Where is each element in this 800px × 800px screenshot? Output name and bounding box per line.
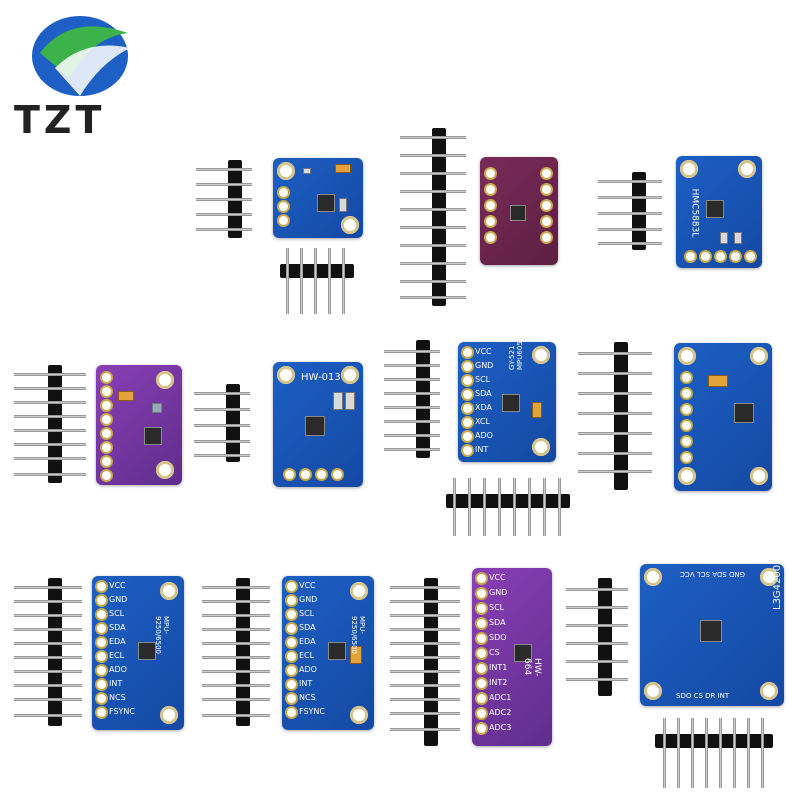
pin-label: SCL (489, 603, 505, 612)
board-label: HW-664 (522, 658, 542, 677)
pin-label: INT (109, 679, 123, 688)
sensor-board-purple (96, 365, 182, 485)
sensor-board-mpu9250-b: VCC GND SCL SDA EDA ECL ADO INT NCS FSYN… (282, 576, 374, 730)
pin-label: XDA (475, 403, 492, 412)
pin-header (14, 365, 88, 485)
pin-label: INT (475, 445, 489, 454)
logo-text: TZT (14, 98, 106, 142)
pin-label: SDO (489, 633, 507, 642)
board-label: HMC5883L (689, 188, 700, 238)
board-label: GY-521 MPU6050 (508, 336, 524, 370)
pin-header (384, 340, 444, 460)
pin-header (196, 160, 256, 240)
pin-label: ADO (299, 665, 317, 674)
sensor-board-mpu9250-a: VCC GND SCL SDA EDA ECL ADO INT NCS FSYN… (92, 576, 184, 730)
pin-header (655, 718, 775, 790)
sensor-board-maroon (480, 157, 558, 265)
pin-label: GND (109, 595, 128, 604)
pin-label: XCL (475, 417, 490, 426)
board-label: MPU-9250/6500 (154, 616, 170, 654)
pin-header (202, 578, 272, 728)
pin-label: ECL (299, 651, 315, 660)
pin-label: SCL (299, 609, 315, 618)
pin-label: VCC (475, 347, 492, 356)
pin-label: NCS (109, 693, 126, 702)
tzt-logo-icon (32, 16, 130, 96)
pin-label: VCC (489, 573, 506, 582)
pin-label: ADC3 (489, 723, 512, 732)
pin-label: ADO (109, 665, 127, 674)
pin-label: FSYNC (109, 707, 135, 716)
board-pin-labels-top: GND SDA SCL VCC (680, 570, 746, 578)
pin-label: INT2 (489, 678, 508, 687)
pin-header (578, 342, 654, 492)
board-label: MPU-9250/6500 (350, 616, 366, 654)
pin-label: SDA (109, 623, 126, 632)
tzt-logo: TZT (10, 8, 160, 158)
pin-label: FSYNC (299, 707, 325, 716)
pin-label: ADC1 (489, 693, 512, 702)
pin-label: GND (475, 361, 494, 370)
pin-label: NCS (299, 693, 316, 702)
pin-label: INT (299, 679, 313, 688)
pin-header (194, 384, 254, 464)
pin-label: EDA (109, 637, 126, 646)
pin-header (14, 578, 84, 728)
pin-label: GND (489, 588, 508, 597)
pin-header (598, 172, 664, 252)
pin-header (390, 578, 462, 748)
pin-label: SDA (475, 389, 492, 398)
pin-label: SDA (489, 618, 506, 627)
pin-header (280, 248, 355, 318)
pin-label: ADO (475, 431, 493, 440)
sensor-board-hw664: VCC GND SCL SDA SDO CS INT1 INT2 ADC1 AD… (472, 568, 552, 746)
pin-label: CS (489, 648, 500, 657)
pin-label: SCL (109, 609, 125, 618)
sensor-board-hw013: HW-013 (273, 362, 363, 487)
pin-label: SDA (299, 623, 316, 632)
sensor-board-hmc5883: HMC5883L (676, 156, 762, 268)
pin-header (446, 478, 571, 538)
board-label: HW-013 (301, 372, 341, 383)
sensor-board-mpu6050: VCC GND SCL SDA XDA XCL ADO INT GY-521 M… (458, 337, 556, 462)
pin-header (400, 128, 470, 308)
sensor-board-l3g4200: GND SDA SCL VCC SDO CS DR INT L3G4200 (640, 564, 784, 706)
pin-label: ECL (109, 651, 125, 660)
pin-label: GND (299, 595, 318, 604)
pin-label: INT1 (489, 663, 508, 672)
sensor-board-adxl (674, 343, 772, 491)
pin-label: EDA (299, 637, 316, 646)
pin-header (566, 578, 632, 698)
pin-label: ADC2 (489, 708, 512, 717)
sensor-board-gy (273, 158, 363, 238)
board-pin-labels-bottom: SDO CS DR INT (676, 692, 730, 700)
pin-label: SCL (475, 375, 491, 384)
pin-label: VCC (109, 581, 126, 590)
pin-label: VCC (299, 581, 316, 590)
board-label: L3G4200 (772, 564, 783, 610)
